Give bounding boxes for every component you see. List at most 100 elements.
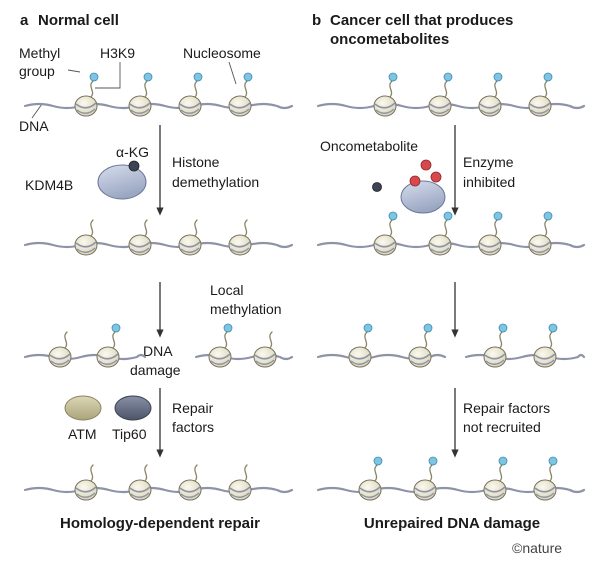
dna-strand bbox=[23, 486, 294, 494]
histone-tail bbox=[429, 464, 433, 482]
dna-damage-label-line2: damage bbox=[130, 362, 181, 378]
dna-wrap bbox=[179, 486, 201, 493]
histone-tail bbox=[374, 464, 378, 482]
methyl-group bbox=[388, 72, 398, 82]
dna-wrap bbox=[375, 247, 395, 253]
dna-wrap bbox=[180, 492, 200, 498]
histone-tail bbox=[244, 219, 248, 237]
dna-wrap bbox=[229, 102, 251, 109]
dna-wrap bbox=[230, 247, 250, 253]
histone-tail bbox=[144, 464, 148, 482]
nucleosome bbox=[533, 323, 558, 368]
nucleosome bbox=[533, 456, 558, 501]
nucleosome bbox=[478, 211, 503, 256]
histone-tail bbox=[244, 464, 248, 482]
dna-wrap bbox=[75, 102, 97, 109]
histone-tail bbox=[494, 80, 498, 98]
dna-wrap bbox=[360, 492, 380, 498]
methyl-group bbox=[493, 211, 503, 221]
methyl-group bbox=[443, 72, 453, 82]
akg-molecule bbox=[128, 160, 140, 172]
histone-tail bbox=[269, 331, 273, 349]
histone-tail bbox=[499, 331, 503, 349]
oncometabolite-label: Oncometabolite bbox=[320, 138, 418, 154]
dna-wrap bbox=[374, 241, 396, 248]
nucleosome bbox=[228, 219, 252, 256]
dna-wrap bbox=[129, 241, 151, 248]
histone-tail bbox=[544, 219, 548, 237]
nucleosome bbox=[178, 219, 202, 256]
dna-wrap bbox=[479, 102, 501, 109]
methyl-group bbox=[223, 323, 233, 333]
nucleosome bbox=[74, 464, 98, 501]
nucleosome bbox=[348, 323, 373, 368]
leader-lines bbox=[31, 61, 237, 119]
histone-tail bbox=[364, 331, 368, 349]
dna-wrap bbox=[484, 486, 506, 493]
dna-wrap bbox=[534, 486, 556, 493]
histone-tail bbox=[444, 80, 448, 98]
dna-wrap bbox=[210, 359, 230, 365]
histone-tail bbox=[194, 80, 198, 98]
dna-wrap bbox=[255, 359, 275, 365]
dna-fragment bbox=[23, 353, 147, 361]
repair-factors-line2: factors bbox=[172, 419, 214, 435]
methyl-group bbox=[548, 456, 558, 466]
histone-tail bbox=[549, 464, 553, 482]
nucleosome bbox=[373, 72, 398, 117]
nature-credit: ©nature bbox=[512, 540, 562, 556]
dna-wrap bbox=[254, 353, 276, 360]
dna-wrap bbox=[529, 102, 551, 109]
histone-tail bbox=[224, 331, 228, 349]
histone-tail bbox=[90, 464, 94, 482]
local-methylation-line2: methylation bbox=[210, 301, 282, 317]
histone-tail bbox=[549, 331, 553, 349]
oncometabolite-molecule-1 bbox=[420, 159, 432, 171]
atm-label: ATM bbox=[68, 426, 97, 442]
dna-wrap bbox=[530, 108, 550, 114]
histone-tail bbox=[112, 331, 116, 349]
nucleosome bbox=[208, 323, 233, 368]
dna-wrap bbox=[359, 486, 381, 493]
dna-wrap bbox=[97, 353, 119, 360]
dna-wrap bbox=[484, 353, 506, 360]
dna-damage-label-line1: DNA bbox=[143, 343, 173, 359]
dna-wrap bbox=[50, 359, 70, 365]
nucleosomes bbox=[48, 72, 558, 501]
dna-wrap bbox=[480, 247, 500, 253]
dna-wrap bbox=[374, 102, 396, 109]
methyl-group bbox=[363, 323, 373, 333]
dna-wrap bbox=[129, 486, 151, 493]
process-arrows bbox=[156, 125, 459, 458]
repair-not-recruited-line2: not recruited bbox=[463, 419, 541, 435]
nucleosome bbox=[413, 456, 438, 501]
histone-tail bbox=[389, 80, 393, 98]
dna-wrap bbox=[535, 492, 555, 498]
repair-factors-line1: Repair bbox=[172, 400, 214, 416]
dna-wrap bbox=[130, 108, 150, 114]
nucleosome bbox=[178, 464, 202, 501]
nucleosome bbox=[483, 323, 508, 368]
dna-wrap bbox=[485, 359, 505, 365]
oncometabolite-molecule-3 bbox=[409, 175, 421, 187]
dna-label: DNA bbox=[19, 118, 49, 134]
dna-wrap bbox=[76, 247, 96, 253]
nucleosome bbox=[128, 464, 152, 501]
dna-wrap bbox=[180, 247, 200, 253]
dna-wrap bbox=[479, 241, 501, 248]
nucleosome bbox=[528, 72, 553, 117]
histone-tail bbox=[544, 80, 548, 98]
displaced-akg-molecule bbox=[372, 182, 382, 192]
methyl-group bbox=[543, 211, 553, 221]
methyl-group bbox=[89, 72, 99, 82]
dna-wrap bbox=[414, 486, 436, 493]
dna-wrap bbox=[179, 241, 201, 248]
h3k9-label: H3K9 bbox=[100, 45, 135, 61]
inhibited-enzyme bbox=[400, 180, 446, 214]
dna-wrap bbox=[530, 247, 550, 253]
dna-wrap bbox=[230, 492, 250, 498]
akg-label: α-KG bbox=[116, 144, 149, 160]
panel-a-heading: a Normal cell bbox=[20, 12, 119, 29]
methyl-group bbox=[373, 456, 383, 466]
